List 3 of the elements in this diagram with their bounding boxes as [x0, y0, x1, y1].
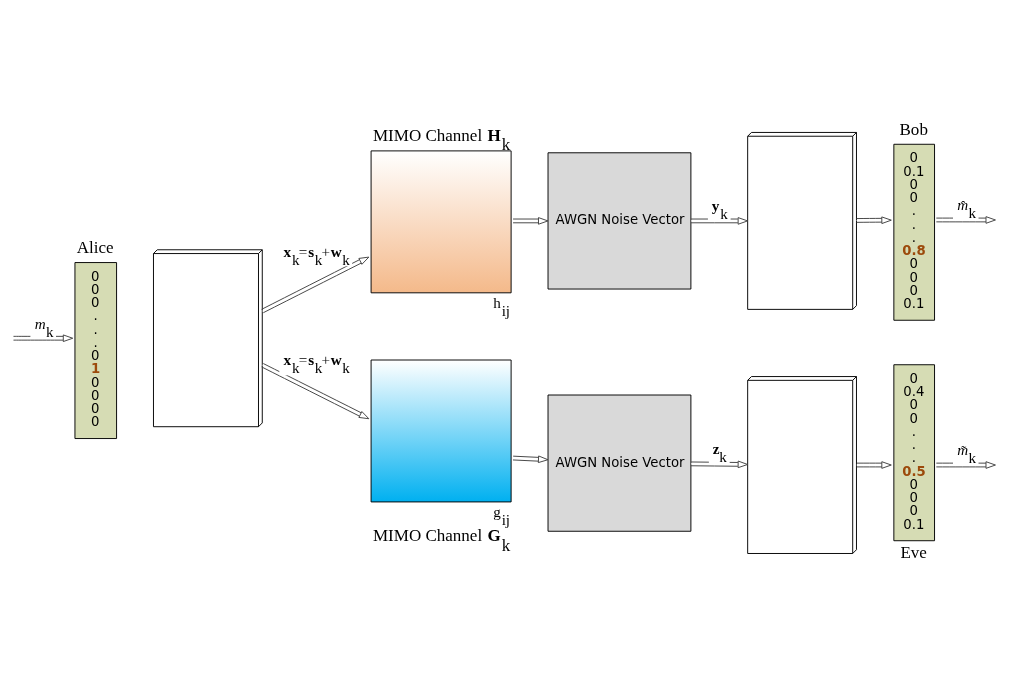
node-label: Alice [76, 238, 114, 258]
node-label: Eve [900, 543, 927, 563]
node-label: Bob [899, 120, 928, 140]
